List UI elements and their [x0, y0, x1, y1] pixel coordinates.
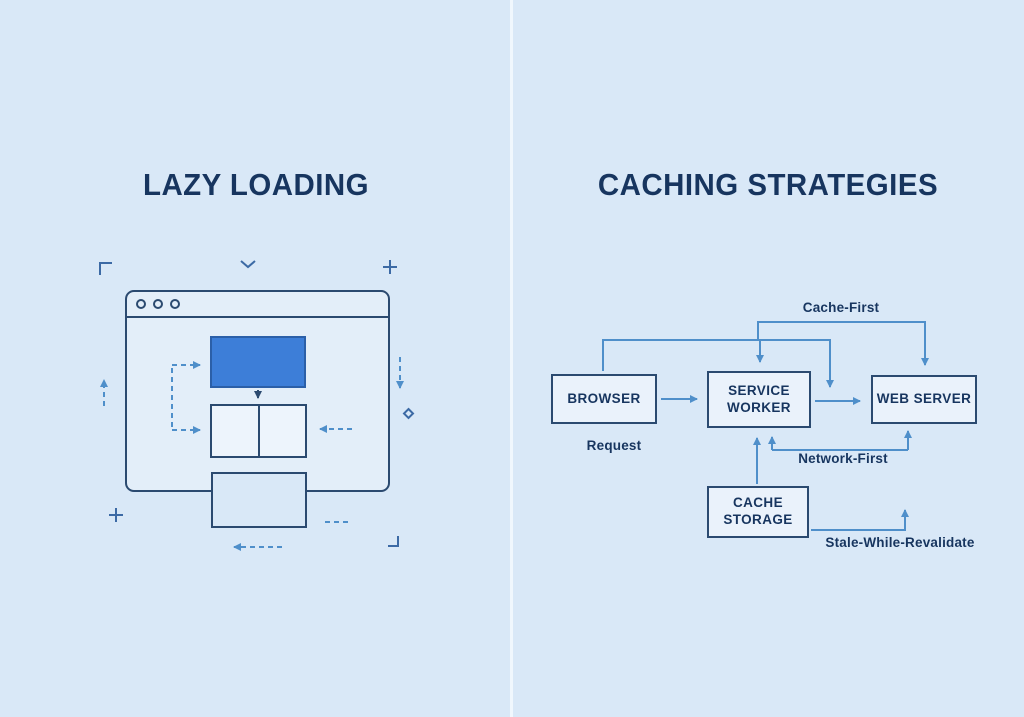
lazy-section-placeholder	[211, 472, 307, 528]
caching-strategies-panel: CACHING STRATEGIES BROWSER SERVICE WORKE…	[512, 0, 1024, 717]
browser-node: BROWSER	[551, 374, 657, 424]
browser-window-illustration	[125, 290, 390, 492]
window-control-icon	[136, 299, 146, 309]
browser-titlebar	[127, 292, 388, 318]
lazy-loading-title: LAZY LOADING	[142, 167, 370, 202]
stale-while-revalidate-label: Stale-While-Revalidate	[825, 535, 975, 550]
caching-strategies-title: CACHING STRATEGIES	[597, 167, 939, 202]
cache-first-label: Cache-First	[802, 300, 880, 315]
network-first-label: Network-First	[798, 451, 888, 466]
loaded-image-placeholder	[210, 336, 306, 388]
cache-storage-node: CACHE STORAGE	[707, 486, 809, 538]
placeholder-divider	[257, 406, 260, 456]
panel-divider	[510, 0, 513, 717]
lazy-loading-panel: LAZY LOADING	[125, 167, 390, 528]
request-label: Request	[586, 438, 642, 453]
window-control-icon	[170, 299, 180, 309]
window-control-icon	[153, 299, 163, 309]
service-worker-node: SERVICE WORKER	[707, 371, 811, 428]
content-placeholder	[210, 404, 307, 458]
web-server-node: WEB SERVER	[871, 375, 977, 424]
